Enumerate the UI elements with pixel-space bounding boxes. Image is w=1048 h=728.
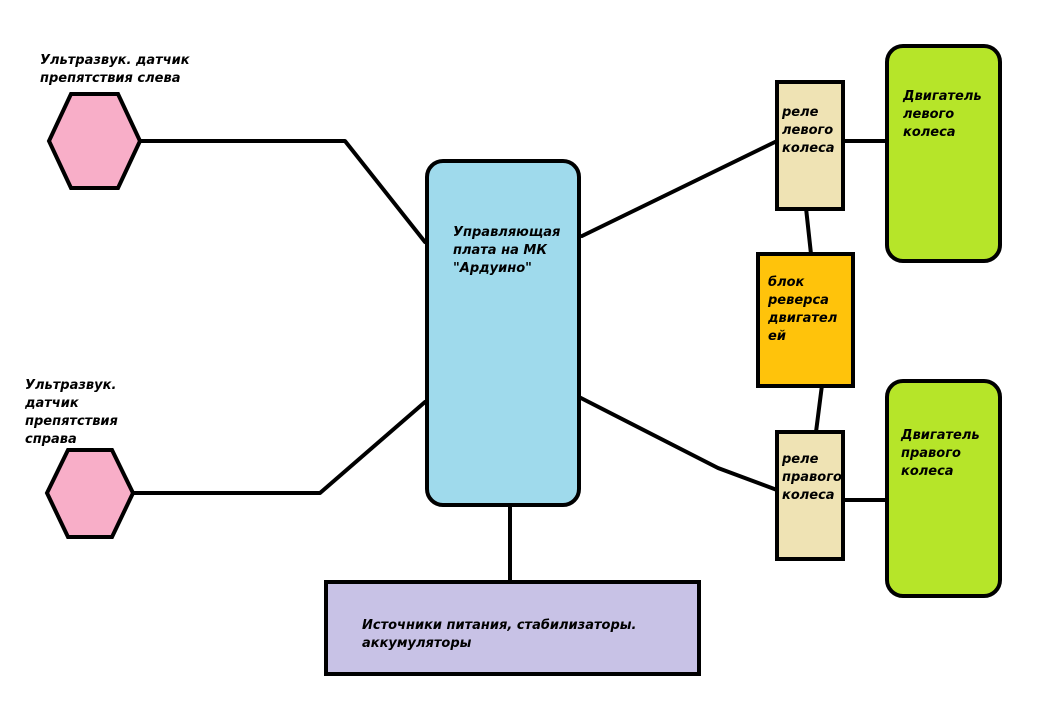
relay-right-box bbox=[775, 430, 845, 561]
sensor-left-hexagon bbox=[46, 92, 143, 190]
sensor-right-label-line: Ультразвук. bbox=[25, 378, 117, 393]
motor-left-label-line: левого bbox=[903, 107, 955, 122]
sensor-left-label-line: препятствия слева bbox=[40, 71, 181, 86]
connector-controller-relay-right bbox=[575, 394, 779, 492]
sensor-right-hexagon bbox=[44, 448, 136, 539]
controller-label: Управляющая плата на МК "Ардуино" bbox=[453, 224, 575, 278]
reverse-block-box bbox=[756, 252, 855, 388]
sensor-left-label-line: Ультразвук. датчик bbox=[40, 53, 190, 68]
motor-left-box bbox=[885, 44, 1002, 263]
power-label-line: Источники питания, стабилизаторы. bbox=[362, 618, 637, 633]
controller-label-line: "Ардуино" bbox=[453, 261, 532, 276]
reverse-block-label-line: двигател bbox=[768, 311, 838, 326]
motor-left-label-line: колеса bbox=[903, 125, 956, 140]
reverse-block-label: блок реверса двигател ей bbox=[768, 274, 852, 346]
connector-sensor-right-controller bbox=[131, 400, 427, 495]
motor-right-label-line: правого bbox=[901, 446, 961, 461]
sensor-right-label-line: датчик bbox=[25, 396, 79, 411]
power-box bbox=[324, 580, 701, 676]
relay-right-label: реле правого колеса bbox=[782, 451, 842, 505]
relay-left-label: реле левого колеса bbox=[782, 104, 842, 158]
controller-label-line: Управляющая bbox=[453, 225, 561, 240]
relay-left-label-line: реле bbox=[782, 105, 819, 120]
relay-left-label-line: левого bbox=[782, 123, 834, 138]
reverse-block-label-line: реверса bbox=[768, 293, 829, 308]
sensor-right-label: Ультразвук. датчик препятствия справа bbox=[25, 377, 165, 449]
reverse-block-label-line: блок bbox=[768, 275, 805, 290]
motor-right-label-line: колеса bbox=[901, 464, 954, 479]
reverse-block-label-line: ей bbox=[768, 329, 786, 344]
sensor-right-label-line: препятствия bbox=[25, 414, 118, 429]
relay-left-label-line: колеса bbox=[782, 141, 835, 156]
relay-right-label-line: правого bbox=[782, 470, 842, 485]
motor-left-label: Двигатель левого колеса bbox=[903, 88, 999, 142]
controller-box bbox=[425, 159, 581, 507]
motor-left-label-line: Двигатель bbox=[903, 89, 982, 104]
connector-sensor-left-controller bbox=[136, 139, 427, 244]
power-label-line: аккумуляторы bbox=[362, 636, 472, 651]
relay-left-box bbox=[775, 80, 845, 211]
motor-right-label: Двигатель правого колеса bbox=[901, 427, 999, 481]
motor-right-box bbox=[885, 379, 1002, 598]
relay-right-label-line: реле bbox=[782, 452, 819, 467]
sensor-left-label: Ультразвук. датчик препятствия слева bbox=[40, 52, 240, 88]
connector-controller-relay-left bbox=[580, 139, 779, 238]
controller-label-line: плата на МК bbox=[453, 243, 547, 258]
sensor-right-label-line: справа bbox=[25, 432, 77, 447]
relay-right-label-line: колеса bbox=[782, 488, 835, 503]
connector-relay-left-reverse bbox=[804, 206, 813, 256]
motor-right-label-line: Двигатель bbox=[901, 428, 980, 443]
power-label: Источники питания, стабилизаторы. аккуму… bbox=[362, 617, 692, 653]
connector-reverse-relay-right bbox=[814, 383, 824, 434]
